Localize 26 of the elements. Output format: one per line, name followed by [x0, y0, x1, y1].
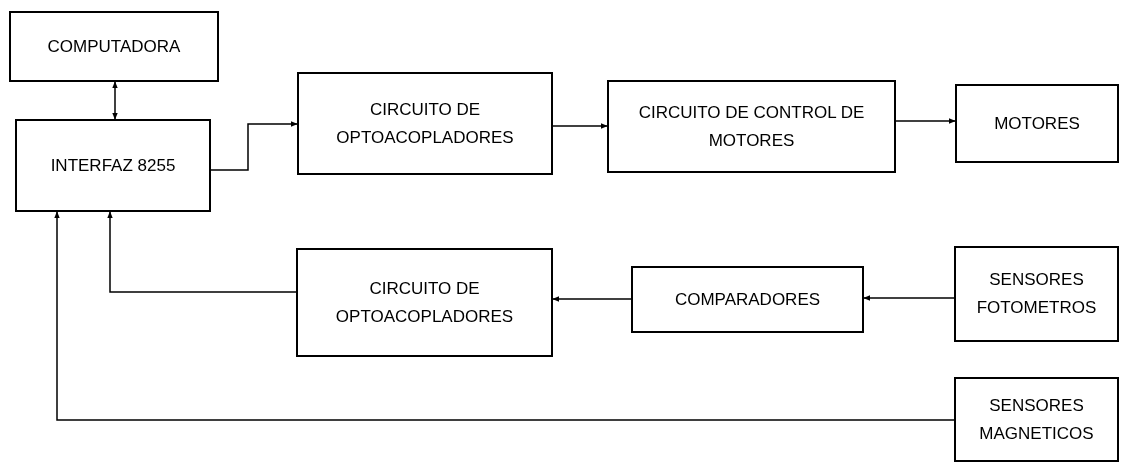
process-box — [607, 80, 896, 173]
box-label: MOTORES — [993, 112, 1081, 135]
process-box — [15, 119, 211, 212]
box-label: SENSORES FOTOMETROS — [975, 269, 1098, 319]
box-label: CIRCUITO DE OPTOACOPLADORES — [335, 98, 515, 149]
process-box — [954, 246, 1119, 342]
box-label: COMPARADORES — [673, 288, 822, 311]
arrow — [895, 118, 956, 124]
arrow — [863, 295, 955, 301]
arrow — [552, 296, 632, 302]
box-label: COMPUTADORA — [46, 35, 182, 58]
arrow — [54, 211, 955, 421]
box-label: INTERFAZ 8255 — [49, 154, 177, 177]
arrow — [552, 123, 608, 129]
process-box — [297, 72, 553, 175]
process-box — [631, 266, 864, 333]
box-label: CIRCUITO DE OPTOACOPLADORES — [334, 277, 515, 328]
process-box — [9, 11, 219, 82]
box-label: CIRCUITO DE CONTROL DE MOTORES — [637, 101, 866, 152]
arrow — [107, 211, 297, 293]
arrow — [210, 121, 298, 171]
process-box — [954, 377, 1119, 462]
arrow — [112, 81, 118, 120]
process-box — [955, 84, 1119, 163]
box-label: SENSORES MAGNETICOS — [978, 394, 1095, 445]
process-box — [296, 248, 553, 357]
